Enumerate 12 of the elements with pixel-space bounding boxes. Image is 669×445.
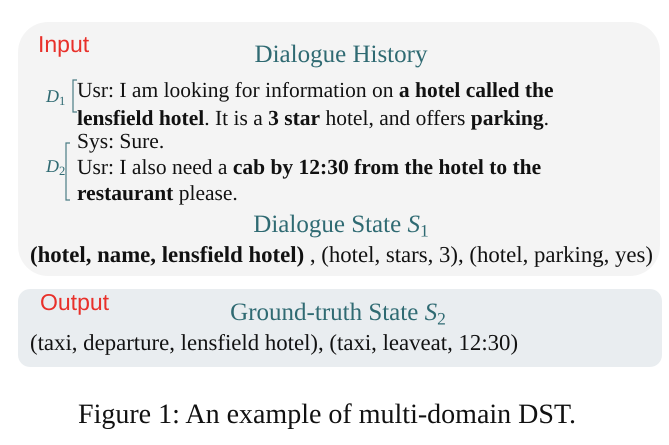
state-tuples: (taxi, departure, lensfield hotel), (taxi, leaveat, 12:30) bbox=[30, 329, 518, 357]
section-heading: Dialogue History bbox=[254, 40, 428, 70]
dialogue-turn: Usr: I also need a cab by 12:30 from the hotel to the restaurant please. bbox=[77, 154, 542, 206]
figure-caption: Figure 1: An example of multi-domain DST. bbox=[78, 398, 576, 432]
state-tuples: (hotel, name, lensfield hotel) , (hotel, stars, 3), (hotel, parking, yes) bbox=[30, 241, 654, 269]
panel-tag: Output bbox=[40, 289, 110, 315]
turn-index-label: D$_{1}$ bbox=[46, 85, 66, 107]
input-panel bbox=[18, 22, 660, 276]
panel-tag: Input bbox=[38, 31, 90, 57]
turn-index-label: D$_{2}$ bbox=[46, 155, 66, 177]
section-heading: Ground-truth State S$_{2}$ bbox=[230, 298, 446, 328]
section-heading: Dialogue State S$_{1}$ bbox=[253, 210, 429, 240]
